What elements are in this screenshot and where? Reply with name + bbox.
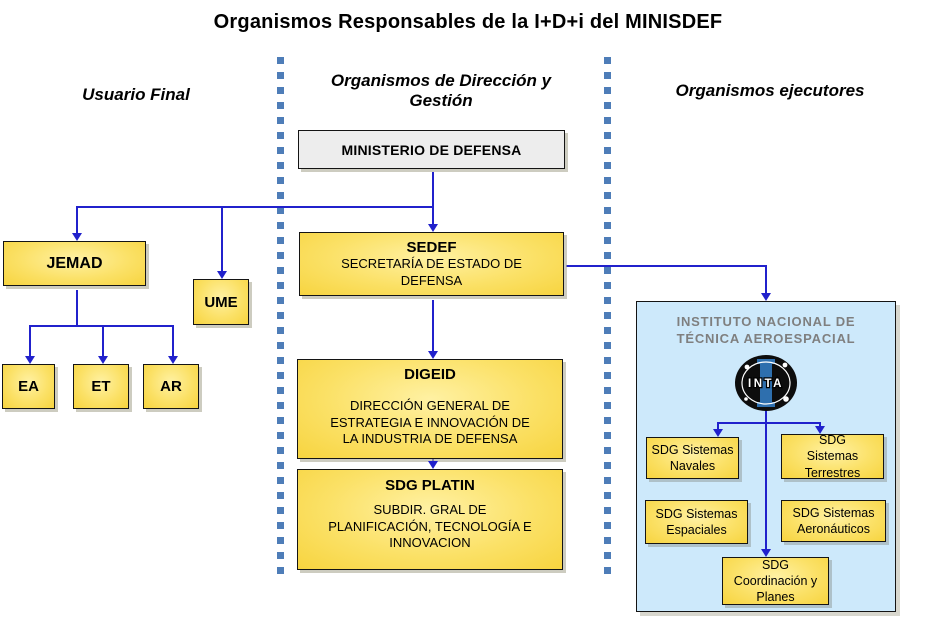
column-header-ejecutores: Organismos ejecutores [675,81,865,100]
connector-branch-inta [717,422,821,424]
arrowhead-navales [713,429,723,437]
arrowhead-inta-panel [761,293,771,301]
jemad-label: JEMAD [46,254,103,272]
node-et: ET [73,364,129,409]
inta-panel: INSTITUTO NACIONAL DE TÉCNICA AEROESPACI… [636,301,896,612]
node-ea: EA [2,364,55,409]
node-jemad: JEMAD [3,241,146,286]
node-sedef: SEDEF SECRETARÍA DE ESTADO DE DEFENSA [299,232,564,296]
connector-sedef-digeid [432,300,434,352]
sdg-terrestres-label: SDG Sistemas Terrestres [804,433,861,480]
connector-to-terrestres [819,422,821,427]
connector-to-coordinacion [765,422,767,550]
ministerio-label: MINISTERIO DE DEFENSA [341,141,522,158]
sdg-aeronauticos-label: SDG Sistemas Aeronáuticos [792,505,875,536]
connector-to-ume [221,206,223,272]
connector-to-ea [29,325,31,357]
sedef-name: SEDEF [406,238,457,256]
connector-to-ar [172,325,174,357]
digeid-desc: DIRECCIÓN GENERAL DE ESTRATEGIA E INNOVA… [330,398,530,447]
node-ume: UME [193,279,249,325]
node-sdg-terrestres: SDG Sistemas Terrestres [781,433,884,480]
ar-label: AR [160,378,182,395]
connector-digeid-platin [432,457,434,462]
inta-logo-text: INTA [748,378,784,390]
sdg-espaciales-label: SDG Sistemas Espaciales [655,506,738,537]
platin-name: SDG PLATIN [385,477,475,494]
arrowhead-digeid [428,351,438,359]
node-ministerio-defensa: MINISTERIO DE DEFENSA [298,130,565,169]
connector-to-et [102,325,104,357]
page-title: Organismos Responsables de la I+D+i del … [213,11,723,33]
connector-to-navales [717,422,719,430]
column-header-direccion-gestion: Organismos de Dirección y Gestión [330,71,552,111]
node-sdg-coordinacion: SDG Coordinación y Planes [722,557,829,605]
node-sdg-platin: SDG PLATIN SUBDIR. GRAL DE PLANIFICACIÓN… [297,469,563,570]
sdg-coordinacion-label: SDG Coordinación y Planes [733,557,818,605]
arrowhead-ar [168,356,178,364]
arrowhead-terrestres [815,426,825,434]
connector-logo-down [765,410,767,424]
arrowhead-coordinacion [761,549,771,557]
column-divider-left [277,57,284,581]
arrowhead-jemad [72,233,82,241]
node-ar: AR [143,364,199,409]
column-header-usuario-final: Usuario Final [82,85,190,104]
arrowhead-ume [217,271,227,279]
connector-to-jemad [76,206,78,234]
arrowhead-platin [428,461,438,469]
arrowhead-sedef [428,224,438,232]
connector-jemad-down [76,290,78,327]
node-sdg-aeronauticos: SDG Sistemas Aeronáuticos [781,500,886,542]
et-label: ET [91,378,111,395]
inta-panel-title: INSTITUTO NACIONAL DE TÉCNICA AEROESPACI… [676,314,856,346]
ume-label: UME [204,293,238,311]
sdg-navales-label: SDG Sistemas Navales [651,442,734,473]
node-sdg-navales: SDG Sistemas Navales [646,437,739,479]
node-digeid: DIGEID DIRECCIÓN GENERAL DE ESTRATEGIA E… [297,359,563,459]
arrowhead-et [98,356,108,364]
connector-sedef-inta [566,265,767,267]
column-divider-right [604,57,611,581]
connector-inta-drop [765,265,767,294]
connector-ministerio-sedef [432,172,434,224]
node-sdg-espaciales: SDG Sistemas Espaciales [645,500,748,544]
arrowhead-ea [25,356,35,364]
sedef-desc: SECRETARÍA DE ESTADO DE DEFENSA [341,255,522,288]
inta-logo-icon: INTA [735,355,797,411]
ea-label: EA [18,378,39,395]
digeid-name: DIGEID [404,366,456,383]
connector-branch-left [77,206,433,208]
platin-desc: SUBDIR. GRAL DE PLANIFICACIÓN, TECNOLOGÍ… [328,502,532,551]
